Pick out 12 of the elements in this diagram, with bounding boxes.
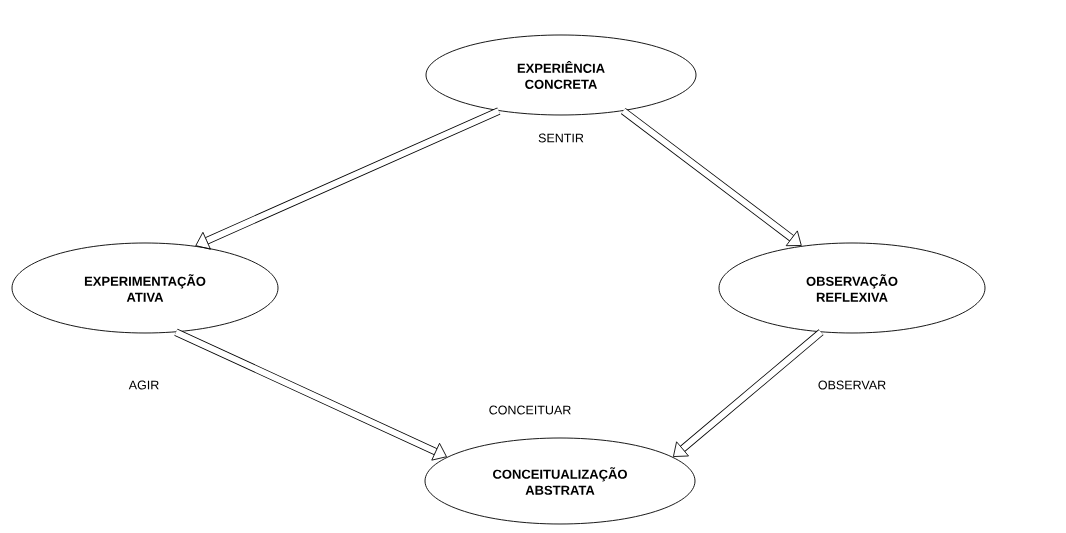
hollow-arrow (195, 107, 501, 250)
hollow-arrow (620, 107, 802, 247)
hollow-arrow (174, 328, 447, 461)
ellipse-node: EXPERIÊNCIA CONCRETA (425, 34, 697, 116)
hollow-arrow (673, 329, 824, 457)
ellipse-node: OBSERVAÇÃO REFLEXIVA (718, 242, 986, 334)
caption-label: SENTIR (538, 133, 584, 143)
ellipse-node: EXPERIMENTAÇÃO ATIVA (11, 242, 279, 334)
caption-label: OBSERVAR (818, 380, 886, 390)
caption-label: AGIR (128, 380, 159, 390)
caption-label: CONCEITUAR (489, 405, 571, 415)
ellipse-node: CONCEITUALIZAÇÃO ABSTRATA (424, 437, 696, 525)
